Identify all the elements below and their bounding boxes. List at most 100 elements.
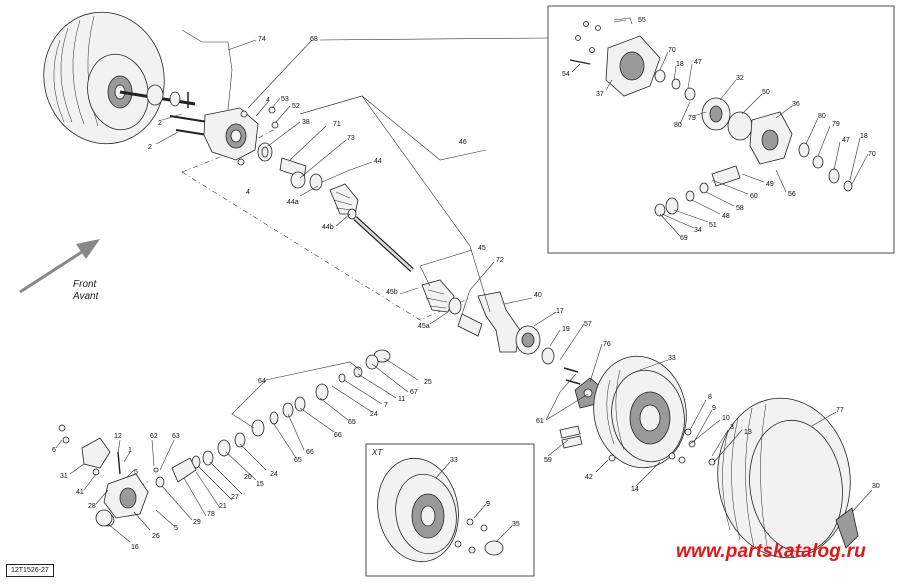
callout: 12: [114, 433, 122, 440]
callout: 56: [788, 191, 796, 198]
callout: 65: [348, 419, 356, 426]
wheel-nuts: [608, 428, 716, 466]
callout: 28: [88, 503, 96, 510]
callout-numbers: 74 68 2 2 4 4 53 52 38 71 73 44 44a 44b …: [52, 17, 880, 551]
callout: 80: [674, 122, 682, 129]
callout: 77: [836, 407, 844, 414]
xt-variant-label: XT: [372, 448, 383, 457]
callout: 65: [294, 457, 302, 464]
callout: 45: [478, 245, 486, 252]
steering-knuckle: [477, 291, 541, 355]
callout: 38: [302, 119, 310, 126]
lower-hub-carrier: [95, 473, 149, 527]
bearing: [541, 347, 555, 365]
callout: 74: [258, 36, 266, 43]
callout: 66: [306, 449, 314, 456]
callout: 52: [292, 103, 300, 110]
callout: 33: [668, 355, 676, 362]
callout: 5: [134, 469, 138, 476]
xt-wheel-inset-box: [365, 443, 535, 577]
callout: 41: [76, 489, 84, 496]
reference-code: 12T1526-27: [6, 564, 54, 577]
callout: 4: [266, 97, 270, 104]
callout: 24: [270, 471, 278, 478]
callout: 70: [868, 151, 876, 158]
breather-hose: [181, 29, 233, 111]
callout: 17: [556, 308, 564, 315]
callout: 80: [818, 113, 826, 120]
callout: 62: [150, 433, 158, 440]
callout: 7: [384, 402, 388, 409]
inset-diff-housing: [569, 17, 661, 97]
callout: 32: [736, 75, 744, 82]
callout: 2: [158, 120, 162, 127]
callout: 5: [174, 525, 178, 532]
callout: 9: [486, 501, 490, 508]
callout: 44: [374, 158, 382, 165]
differential-inset-box: [547, 5, 895, 254]
callout: 24: [370, 411, 378, 418]
cv-boot-44: [329, 183, 359, 220]
callout: 3: [730, 424, 734, 431]
callout: 68: [310, 36, 318, 43]
callout: 54: [562, 71, 570, 78]
callout: 9: [712, 405, 716, 412]
callout: 55: [638, 17, 646, 24]
xt-wheel-rim: [377, 457, 504, 563]
seal-and-plugs: [257, 106, 279, 162]
callout: 11: [398, 396, 405, 403]
front-direction-label: Front Avant: [73, 279, 98, 303]
callout: 19: [562, 326, 570, 333]
inset-link-line: [319, 37, 549, 41]
callout: 2: [148, 144, 152, 151]
callout: 25: [424, 379, 432, 386]
callout: 14: [631, 486, 639, 493]
front-label-en: Front: [73, 279, 97, 290]
callout: 61: [536, 418, 544, 425]
callout: 40: [534, 292, 542, 299]
callout: 37: [596, 91, 604, 98]
callout: 29: [193, 519, 201, 526]
callout: 1: [128, 447, 132, 454]
callout: 63: [172, 433, 180, 440]
callout: 46: [459, 139, 467, 146]
pinion-shaft: [279, 157, 323, 191]
axis-line: [181, 128, 276, 173]
callout: 71: [333, 121, 341, 128]
callout: 78: [207, 511, 215, 518]
callout: 42: [585, 474, 593, 481]
callout: 59: [544, 457, 552, 464]
front-differential-housing: [203, 107, 259, 166]
callout: 30: [872, 483, 880, 490]
callout: 33: [450, 457, 458, 464]
callout: 34: [694, 227, 702, 234]
callout: 18: [676, 61, 684, 68]
callout: 66: [334, 432, 342, 439]
callout-leaders: [55, 19, 873, 543]
callout: 64: [258, 378, 266, 385]
callout: 47: [694, 59, 702, 66]
callout: 47: [842, 137, 850, 144]
callout: 72: [496, 257, 504, 264]
callout: 26: [152, 533, 160, 540]
callout: 50: [762, 89, 770, 96]
callout: 35: [512, 521, 520, 528]
callout: 67: [410, 389, 418, 396]
callout: 20: [244, 474, 252, 481]
lower-axle-stack: [153, 349, 391, 488]
callout: 18: [860, 133, 868, 140]
callout: 10: [722, 415, 730, 422]
callout: 51: [709, 222, 717, 229]
cv-boot-45: [421, 279, 483, 337]
callout: 45a: [418, 323, 430, 330]
callout: 45b: [386, 289, 398, 296]
brake-pads: [559, 425, 583, 449]
bolt: [117, 451, 121, 475]
brake-caliper: [58, 424, 111, 476]
callout: 57: [584, 321, 592, 328]
watermark-link[interactable]: www.partskatalog.ru: [676, 541, 866, 562]
callout: 6: [52, 447, 56, 454]
wheel-rim: [593, 355, 687, 469]
callout: 79: [832, 121, 840, 128]
callout: 44b: [322, 224, 334, 231]
